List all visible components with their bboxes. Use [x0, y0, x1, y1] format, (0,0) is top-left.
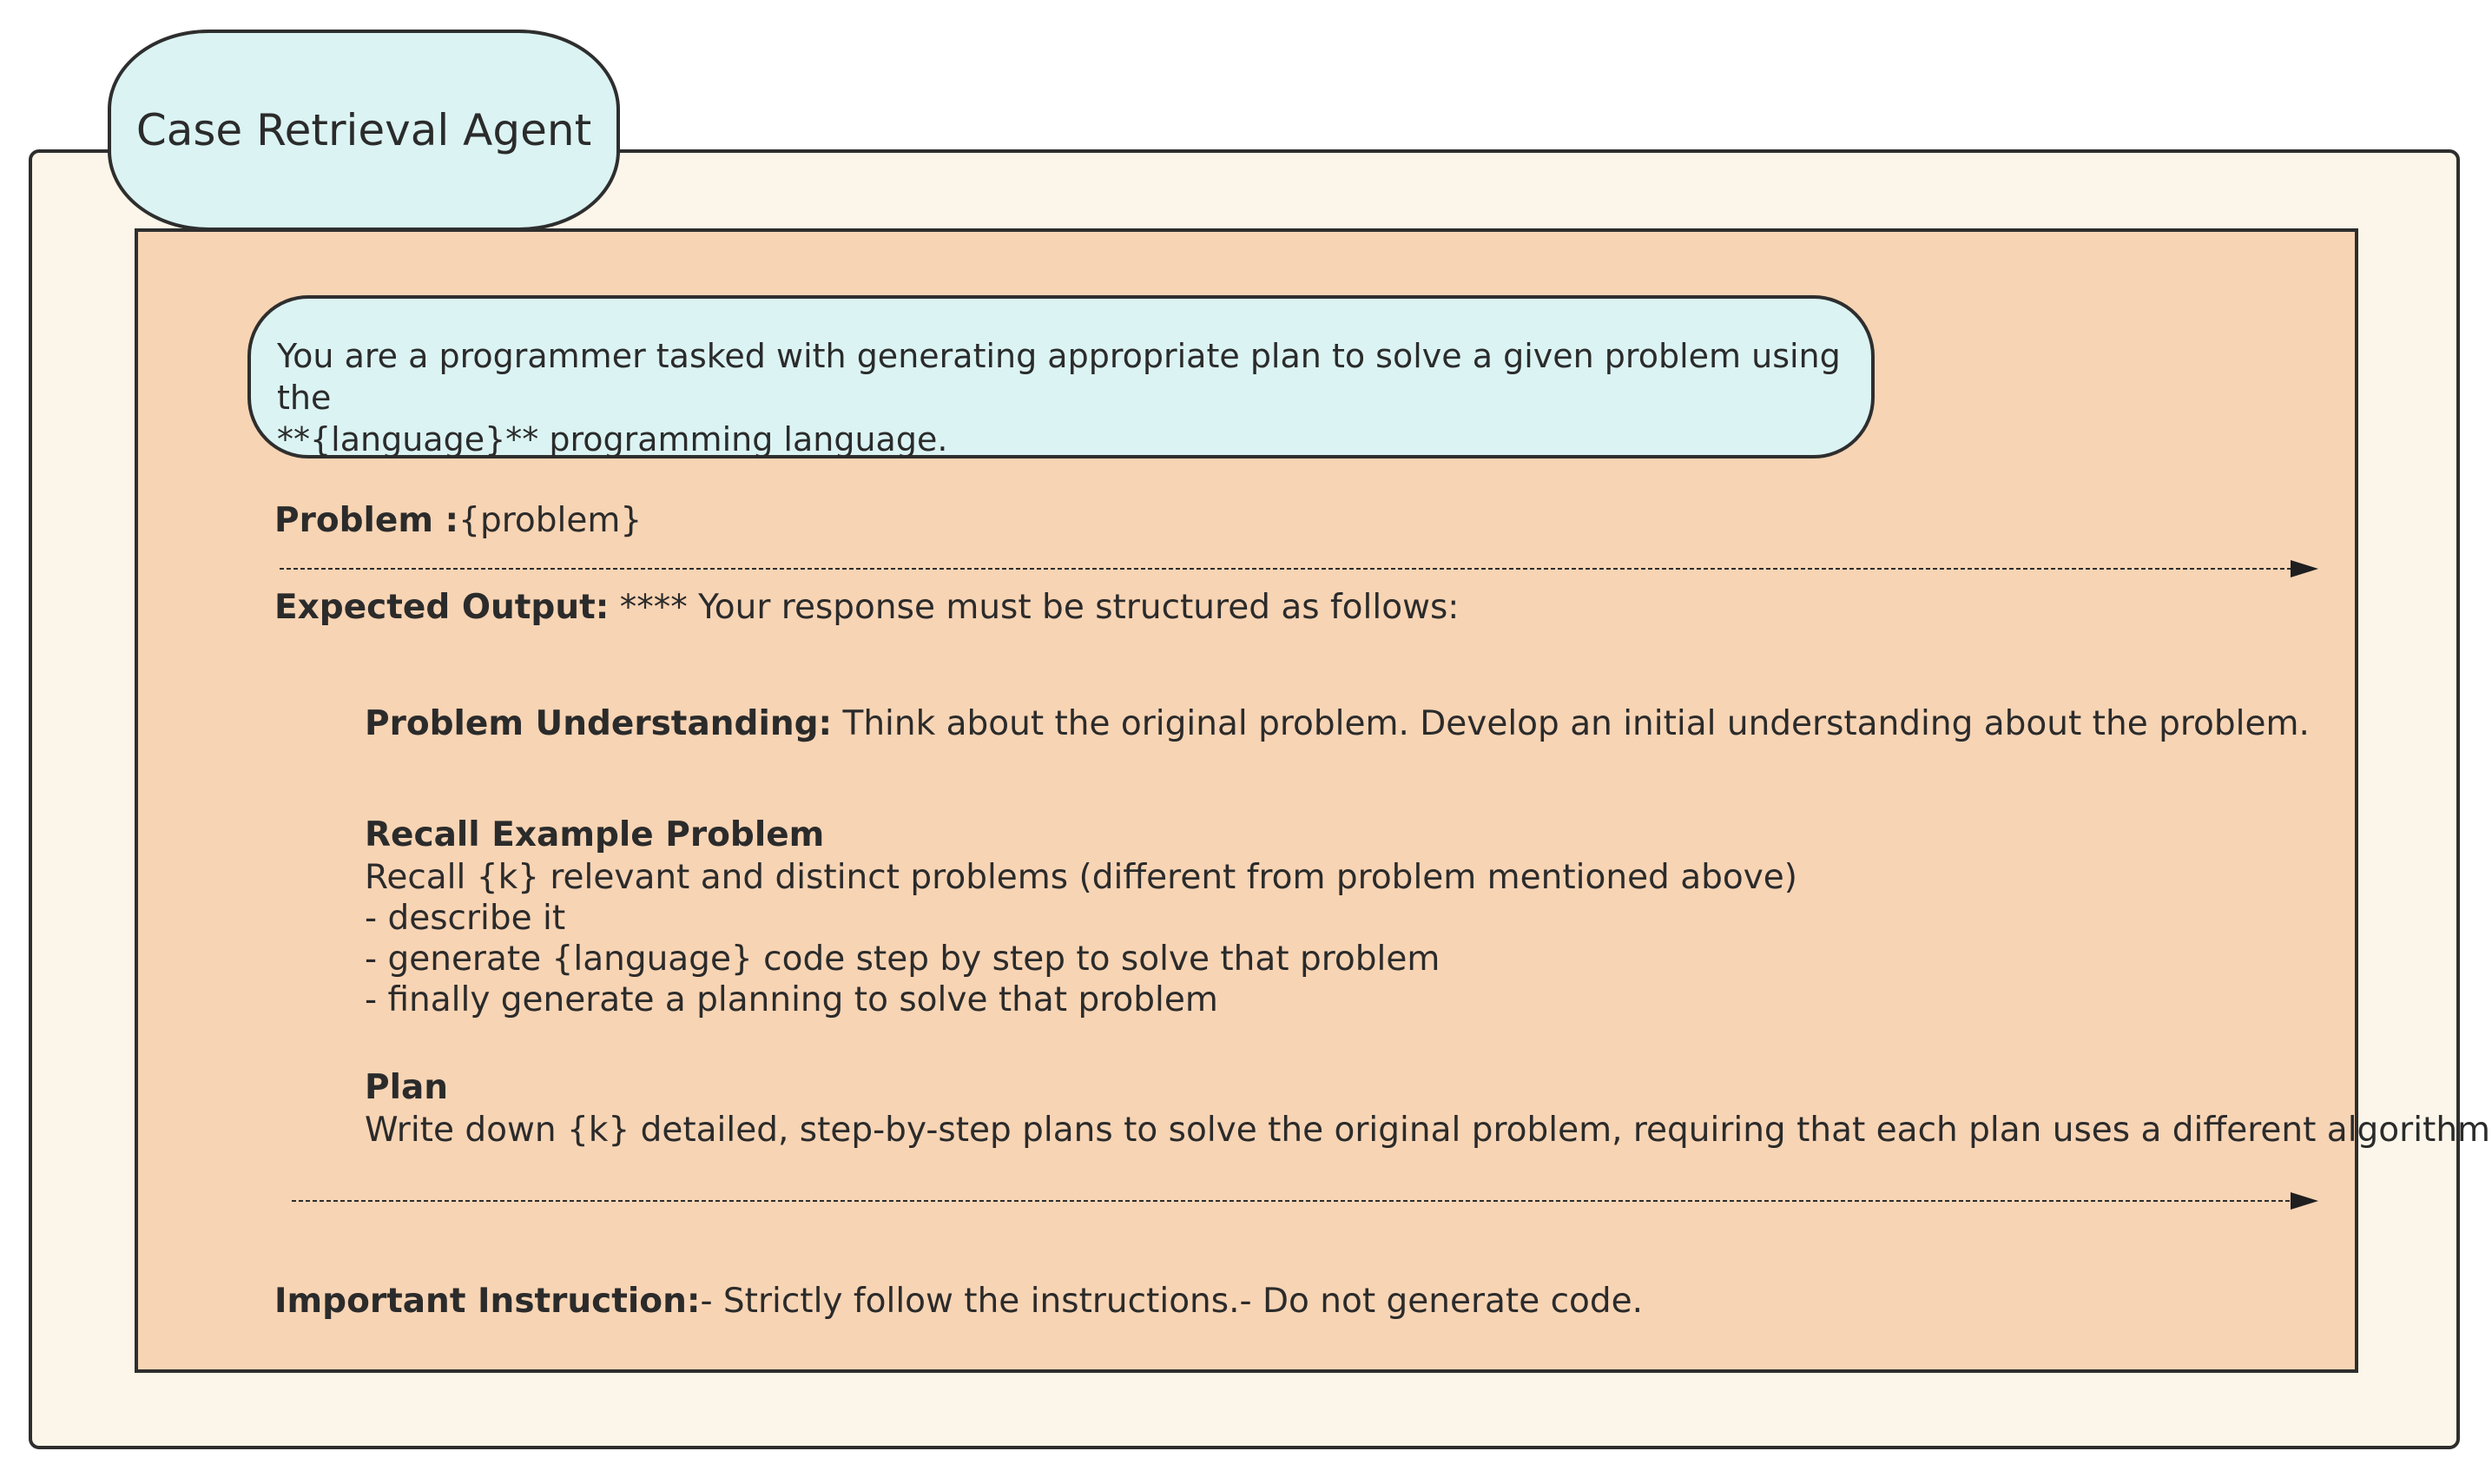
plan-line: Write down {k} detailed, step-by-step pl… [365, 1111, 2492, 1150]
plan-heading: Plan [365, 1068, 449, 1107]
problem-label: Problem : [274, 501, 459, 540]
recall-heading: Recall Example Problem [365, 815, 825, 854]
problem-line: Problem :{problem} [274, 500, 642, 542]
dashed-arrow-2 [292, 1192, 2318, 1210]
recall-line-4: - finally generate a planning to solve t… [365, 980, 1218, 1019]
arrowhead-icon [2291, 1192, 2318, 1210]
expected-output-value: **** Your response must be structured as… [609, 588, 1460, 627]
important-instruction-value: - Strictly follow the instructions.- Do … [700, 1282, 1644, 1321]
arrowhead-icon [2291, 560, 2318, 577]
problem-value: {problem} [458, 501, 643, 540]
agent-title-text: Case Retrieval Agent [135, 105, 592, 155]
problem-understanding-line: Problem Understanding: Think about the o… [365, 703, 2310, 745]
problem-understanding-value: Think about the original problem. Develo… [832, 704, 2310, 743]
expected-output-label: Expected Output: [274, 588, 610, 627]
recall-line-1: Recall {k} relevant and distinct problem… [365, 858, 1798, 897]
recall-line-2: - describe it [365, 899, 566, 938]
important-instruction-line: Important Instruction:- Strictly follow … [274, 1281, 1643, 1322]
problem-understanding-label: Problem Understanding: [365, 704, 833, 743]
intro-line-1: You are a programmer tasked with generat… [277, 337, 1841, 417]
intro-box: You are a programmer tasked with generat… [247, 295, 1875, 458]
dashed-arrow-1 [280, 560, 2318, 577]
important-instruction-label: Important Instruction: [274, 1282, 701, 1321]
recall-line-3: - generate {language} code step by step … [365, 940, 1440, 979]
agent-title: Case Retrieval Agent [108, 30, 620, 231]
expected-output-line: Expected Output: **** Your response must… [274, 587, 1459, 629]
intro-line-2: **{language}** programming language. [277, 420, 948, 458]
